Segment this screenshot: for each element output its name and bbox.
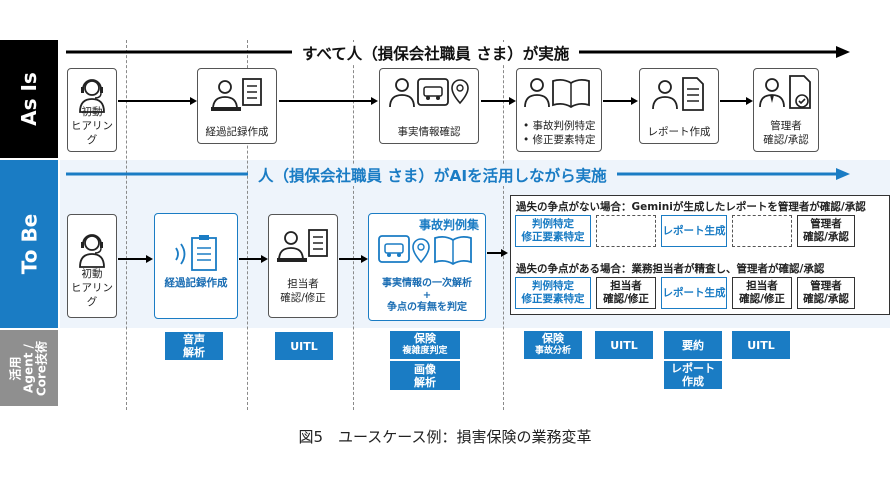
separator [247,40,248,410]
tag-report-create: レポート 作成 [664,361,722,389]
tag-image-analysis: 画像 解析 [390,361,460,390]
cell-staff-confirm: 担当者 確認/修正 [596,277,656,309]
step-label: 管理者 確認/承認 [763,120,809,146]
manager-check-icon [759,75,811,109]
as-is-step-initial-hearing: 初動 ヒアリング [67,68,117,152]
tag-uitl: UITL [275,332,333,360]
operator-headset-icon [79,234,105,268]
step-label: 初動 ヒアリング [71,106,113,146]
tag-line: 解析 [183,346,205,359]
to-be-step-analysis: 事故判例集 事実情報の一次解析 + 争点の有無を判定 [368,213,486,321]
flow-arrow [239,255,268,263]
tech-label-text: 活用 Agent / Core技術 [8,340,49,396]
tech-label: 活用 Agent / Core技術 [0,330,58,406]
step-label: 初動 ヒアリング [71,268,113,308]
cell-staff-confirm: 担当者 確認/修正 [732,277,792,309]
cell-empty [732,215,792,247]
tag-line: 保険 [542,332,564,345]
to-be-step-initial-hearing: 初動 ヒアリング [67,214,117,318]
cell-manager-approval: 管理者 確認/承認 [797,277,855,309]
scenario-no-dispute-title: 過失の争点がない場合：Geminiが生成したレポートを管理者が確認/承認 [516,201,866,213]
analysis-label: 事実情報の一次解析 + 争点の有無を判定 [382,278,472,313]
separator [126,40,127,410]
voice-clipboard-icon [175,235,217,271]
step-label: 経過記録作成 [164,277,228,289]
cell-empty [596,215,656,247]
tag-line: 事故分析 [534,346,571,356]
cell-manager-approval: 管理者 確認/承認 [797,215,855,247]
to-be-banner: 人（損保会社職員 さま）がAIを活用しながら実施 [248,164,617,186]
tag-summary: 要約 [664,331,722,359]
operator-headset-icon [79,79,105,113]
person-book-icon [524,78,590,109]
step-label: • 事故判例特定 • 修正要素特定 [523,120,596,146]
to-be-label-text: To Be [17,213,41,275]
tag-line: 保険 [414,332,436,345]
cell-case-identify: 判例特定 修正要素特定 [515,277,591,309]
person-document-icon [652,77,704,111]
to-be-label: To Be [0,160,58,328]
tag-line: レポート [671,362,715,375]
as-is-step-case-identify: • 事故判例特定 • 修正要素特定 [516,68,602,152]
to-be-step-confirm: 担当者 確認/修正 [268,214,338,318]
as-is-banner: すべて人（損保会社職員 さま）が実施 [292,42,580,64]
flow-arrow [487,249,508,257]
tag-line: 音声 [183,333,205,346]
tag-line: 作成 [682,375,704,388]
as-is-step-manager-approval: 管理者 確認/承認 [753,68,819,152]
step-label: 担当者 確認/修正 [280,278,326,304]
person-clipboard-icon [277,229,328,262]
person-clipboard-icon [211,78,262,111]
person-car-location-icon [389,78,469,108]
flow-arrow [603,97,638,105]
tag-line: 解析 [414,375,436,389]
as-is-label: As Is [0,40,58,158]
cell-report-gen: レポート生成 [661,215,727,247]
tag-line: 要約 [682,338,704,352]
tag-uitl: UITL [732,331,790,359]
cell-case-identify: 判例特定 修正要素特定 [515,215,591,247]
tag-insurance-complexity: 保険 複雑度判定 [390,331,460,359]
tag-voice-analysis: 音声 解析 [165,332,223,360]
as-is-label-text: As Is [16,72,41,126]
as-is-step-fact-check: 事実情報確認 [379,68,479,144]
flow-arrow [481,97,516,105]
to-be-step-record-ai: 経過記録作成 [154,213,238,319]
flow-arrow [720,97,753,105]
step-label: レポート作成 [647,126,711,138]
tag-insurance-accident: 保険 事故分析 [524,331,582,359]
flow-arrow [118,255,153,263]
figure-caption: 図5 ユースケース例：損害保険の業務変革 [298,428,592,446]
scenario-dispute-title: 過失の争点がある場合：業務担当者が精査し、管理者が確認/承認 [516,263,825,275]
as-is-step-report: レポート作成 [639,68,719,144]
tag-line: 複雑度判定 [402,346,448,356]
tag-line: UITL [610,338,638,352]
cell-report-gen: レポート生成 [661,277,727,309]
separator [353,40,354,410]
tag-line: 画像 [414,362,436,376]
step-label: 事実情報確認 [397,126,461,138]
case-db-title: 事故判例集 [418,218,479,232]
tag-line: UITL [747,338,775,352]
tag-line: UITL [290,339,318,353]
step-label: 経過記録作成 [205,126,269,138]
flow-arrow [118,97,197,105]
car-location-book-icon [378,235,472,266]
as-is-step-record: 経過記録作成 [197,68,277,144]
tag-uitl: UITL [595,331,653,359]
separator [503,40,504,410]
flow-arrow [279,97,378,105]
flow-arrow [339,255,368,263]
